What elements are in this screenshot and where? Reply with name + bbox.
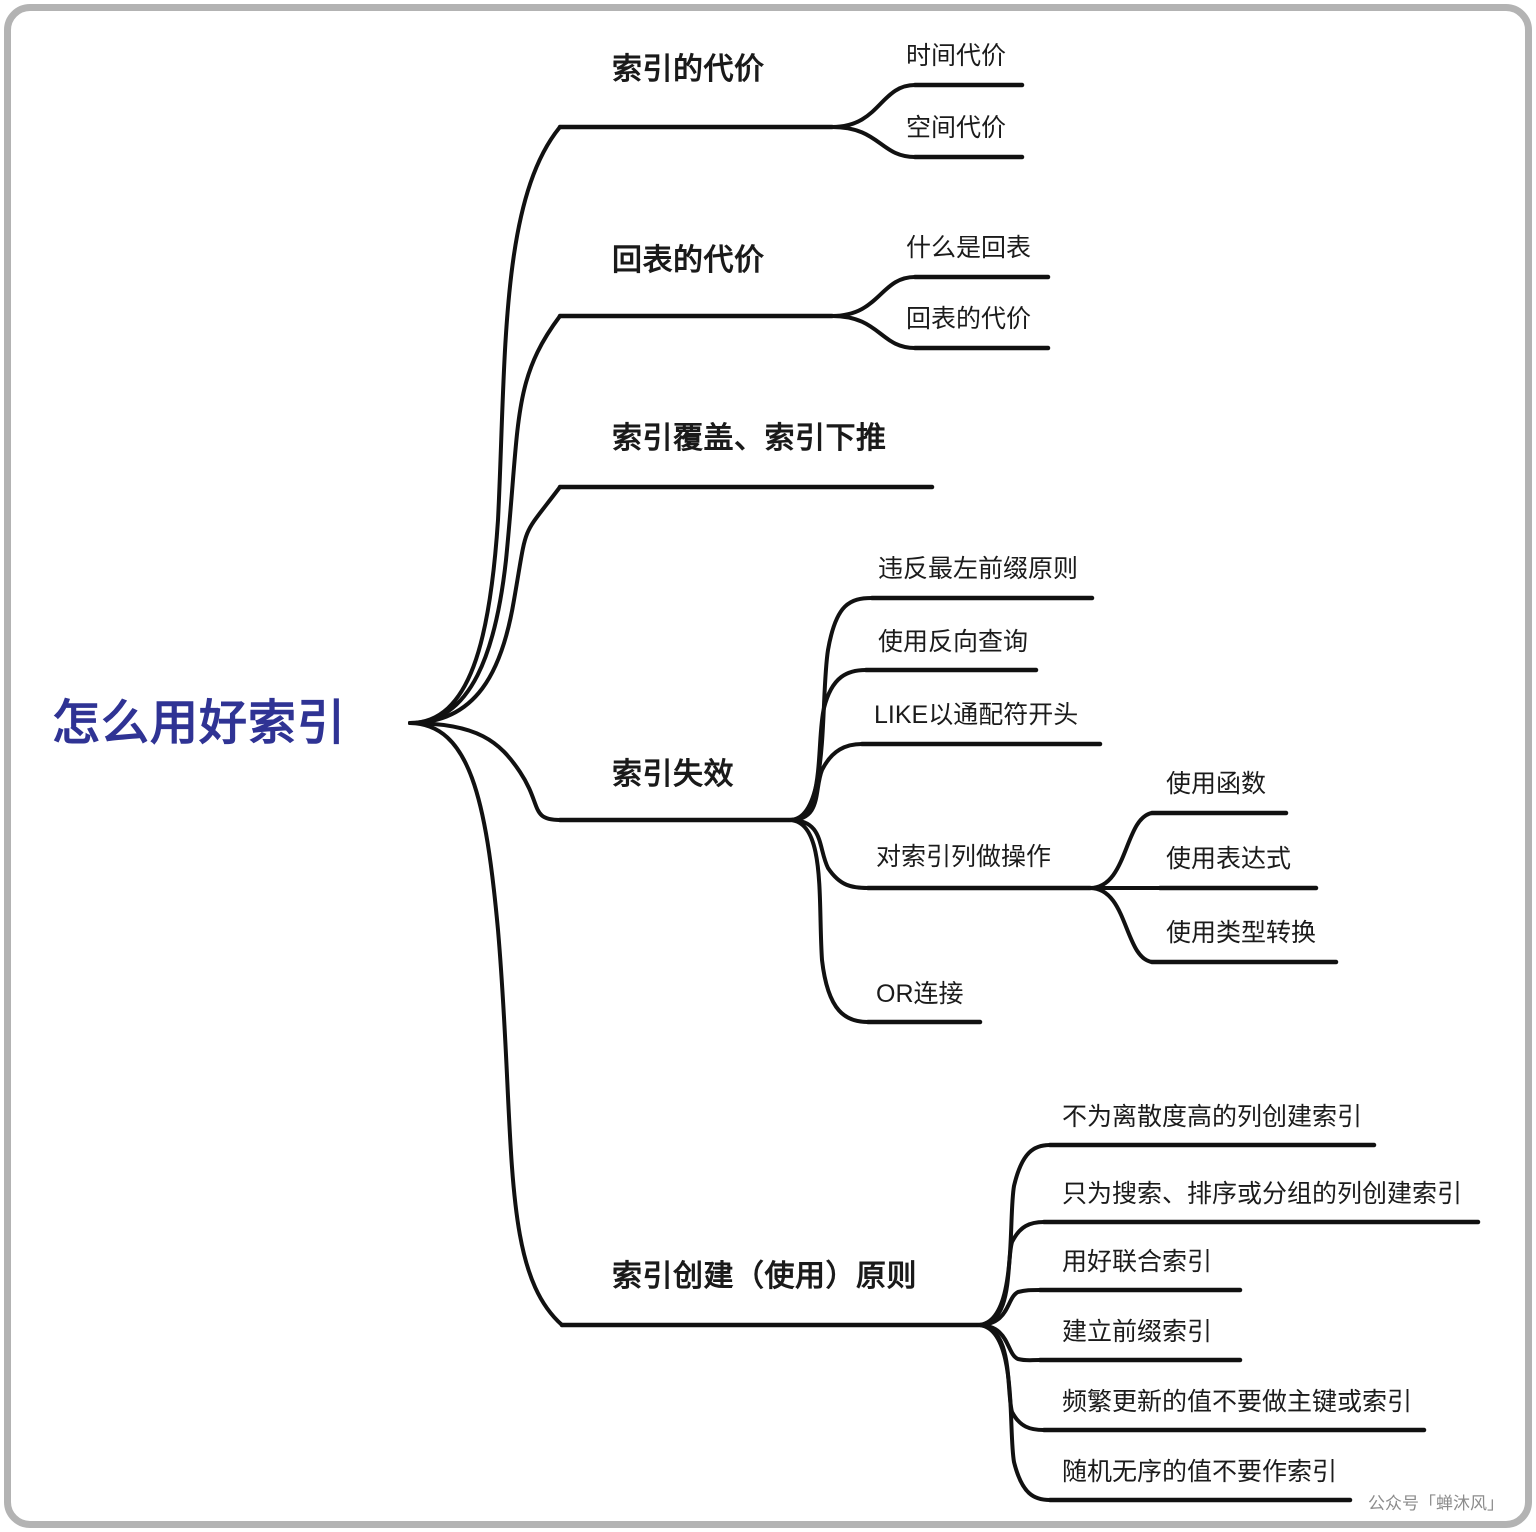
mindmap-node-level3-3-2[interactable]: LIKE以通配符开头	[874, 701, 1079, 729]
mindmap-node-level2-2[interactable]: 索引覆盖、索引下推	[612, 422, 887, 455]
mindmap-node-level4-3-3-1[interactable]: 使用表达式	[1166, 845, 1292, 873]
mindmap-node-level2-0[interactable]: 索引的代价	[612, 53, 765, 86]
mindmap-node-level3-1-0[interactable]: 什么是回表	[906, 234, 1032, 262]
mindmap-node-level4-3-3-2[interactable]: 使用类型转换	[1166, 919, 1317, 947]
mindmap-node-level3-3-0[interactable]: 违反最左前缀原则	[878, 555, 1079, 583]
mindmap-root-node[interactable]: 怎么用好索引	[52, 697, 347, 750]
mindmap-node-level3-4-4[interactable]: 频繁更新的值不要做主键或索引	[1062, 1388, 1413, 1416]
watermark-credit: 公众号「蝉沐风」	[1368, 1494, 1504, 1513]
mindmap-node-level2-4[interactable]: 索引创建（使用）原则	[612, 1260, 917, 1293]
mindmap-node-level3-4-5[interactable]: 随机无序的值不要作索引	[1062, 1458, 1338, 1486]
mindmap-node-level3-1-1[interactable]: 回表的代价	[906, 305, 1032, 333]
mindmap-node-level3-0-0[interactable]: 时间代价	[906, 42, 1007, 70]
mindmap-node-level3-3-3[interactable]: 对索引列做操作	[876, 843, 1052, 871]
mindmap-node-level3-0-1[interactable]: 空间代价	[906, 114, 1007, 142]
canvas-inner-surface	[11, 11, 1525, 1521]
mindmap-node-level2-1[interactable]: 回表的代价	[612, 244, 765, 277]
mindmap-node-level3-3-1[interactable]: 使用反向查询	[878, 628, 1029, 656]
mindmap-node-level4-3-3-0[interactable]: 使用函数	[1166, 770, 1267, 798]
mindmap-node-level3-4-1[interactable]: 只为搜索、排序或分组的列创建索引	[1062, 1180, 1463, 1208]
mindmap-node-level3-4-2[interactable]: 用好联合索引	[1062, 1248, 1213, 1276]
mindmap-node-level3-4-3[interactable]: 建立前缀索引	[1062, 1318, 1213, 1346]
mindmap-node-level3-3-4[interactable]: OR连接	[876, 980, 964, 1008]
mindmap-node-level3-4-0[interactable]: 不为离散度高的列创建索引	[1062, 1103, 1363, 1131]
mindmap-node-level2-3[interactable]: 索引失效	[612, 758, 734, 791]
